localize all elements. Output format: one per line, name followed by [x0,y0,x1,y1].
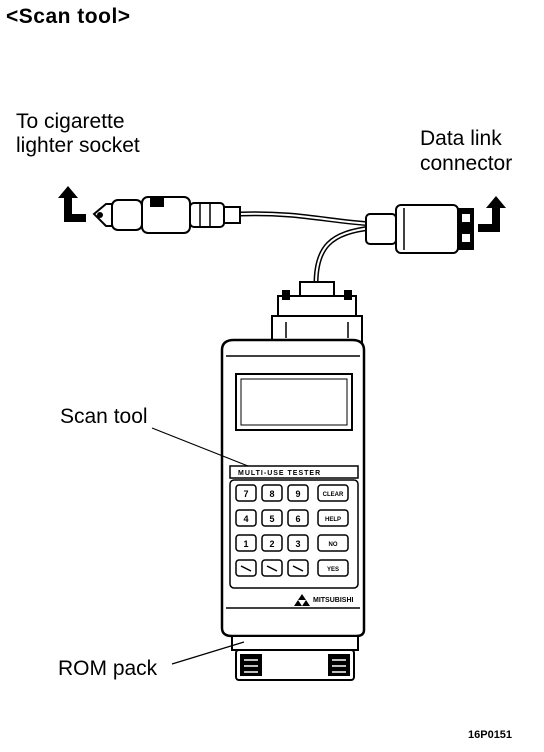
key-9 [287,484,309,502]
key-2 [261,534,283,552]
key-7 [235,484,257,502]
key-1-label: 1 [243,539,248,549]
data-link-connector [365,204,474,254]
rom-pack-leader-line [171,641,245,665]
key-4 [235,509,257,527]
key-3 [287,534,309,552]
key-1 [235,534,257,552]
cigarette-lighter-plug [92,196,241,234]
key-clear [317,484,349,502]
tester-brand-strip: MULTI-USE TESTER [238,470,322,477]
lcd-display [235,373,353,431]
scan-tool-leader-line [151,427,249,467]
scan-tool-label: Scan tool [60,405,148,428]
maker-logo-text: MITSUBISHI [313,597,354,604]
arrow-up-left-icon [58,186,86,222]
key-6 [287,509,309,527]
key-yes [317,559,349,577]
cigarette-socket-label-line2: lighter socket [16,134,140,157]
key-2-label: 2 [269,539,274,549]
key-6-label: 6 [295,514,300,524]
tester-cable [313,225,373,285]
rom-pack-label: ROM pack [58,657,158,680]
key-5-label: 5 [269,514,274,524]
key-clear-label: CLEAR [323,492,344,498]
cigarette-socket-label-line1: To cigarette [16,110,125,133]
key-yes-label: YES [327,567,339,573]
key-help [317,509,349,527]
key-help-label: HELP [325,517,341,523]
figure-title: <Scan tool> [6,5,131,28]
rom-pack [231,635,359,681]
key-4-label: 4 [243,514,248,524]
arrow-up-right-icon [478,196,506,232]
key-8 [261,484,283,502]
tester-top-connector [271,281,363,343]
key-3-label: 3 [295,539,300,549]
key-9-label: 9 [295,489,300,499]
key-no [317,534,349,552]
keypad: 7 8 9 CLEAR 4 5 6 HELP 1 2 3 NO YES [235,484,349,577]
key-8-label: 8 [269,489,274,499]
key-no-label: NO [329,542,338,548]
data-link-label-line2: connector [420,152,513,175]
data-link-label-line1: Data link [420,127,502,150]
key-7-label: 7 [243,489,248,499]
figure-reference-number: 16P0151 [468,729,513,741]
key-5 [261,509,283,527]
